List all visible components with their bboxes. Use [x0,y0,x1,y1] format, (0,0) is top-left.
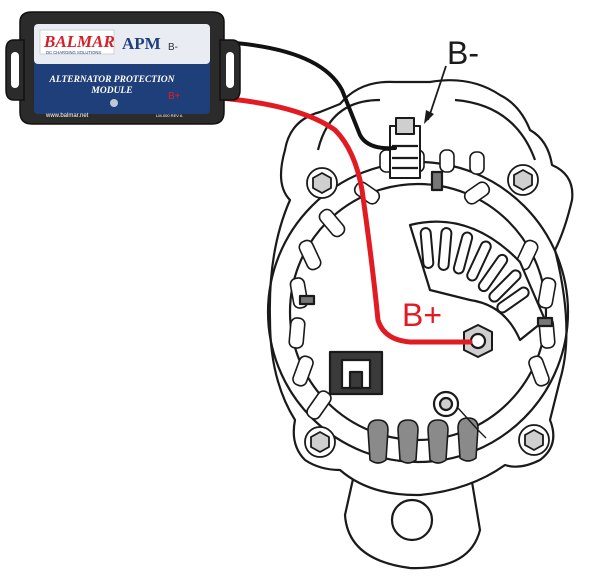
bolt-upper-left [306,167,338,199]
mount-hole-icon [11,52,19,88]
housing-tab-top [430,170,444,192]
housing-tab-left [298,294,316,306]
module-part-number: LM-000 REV A [156,113,183,118]
callout-b-minus: B- [447,35,479,71]
module-website: www.balmar.net [45,113,89,119]
module-title-line2: MODULE [90,86,132,96]
aux-terminal [432,390,460,418]
apm-module: BALMAR DC CHARGING SOLUTIONS APM B- ALTE… [5,11,241,125]
status-led-icon [110,99,118,107]
bolt-lower-right [518,424,550,456]
b-minus-leader [427,65,447,121]
positive-wire [217,95,473,345]
module-pos-terminal-label: B+ [168,91,181,102]
brand-tagline: DC CHARGING SOLUTIONS [46,50,101,55]
housing-tab-right [536,316,554,328]
module-neg-terminal-label: B- [168,42,178,53]
mount-bolts [304,164,550,458]
negative-wire [220,40,397,151]
b-minus-arrowhead [424,110,434,124]
rectifier-fins [419,227,530,314]
bolt-upper-right [507,164,539,196]
field-connector [328,350,384,396]
alternator [266,79,574,570]
module-model: APM [122,34,161,53]
lower-foot-hole [390,498,434,542]
mount-hole-icon [226,52,234,88]
aux-leader [457,407,487,439]
bolt-lower-left [304,426,336,458]
upper-ear-arc-right [454,98,537,161]
brand-badge [39,29,115,55]
b-minus-stud [389,117,421,179]
upper-ear-arc-left [316,98,381,151]
bottom-slots [367,417,479,464]
module-title-line1: ALTERNATOR PROTECTION [48,75,175,85]
brand-logo: BALMAR [43,32,115,51]
callout-b-plus: B+ [402,297,442,333]
b-plus-stud [463,324,493,358]
